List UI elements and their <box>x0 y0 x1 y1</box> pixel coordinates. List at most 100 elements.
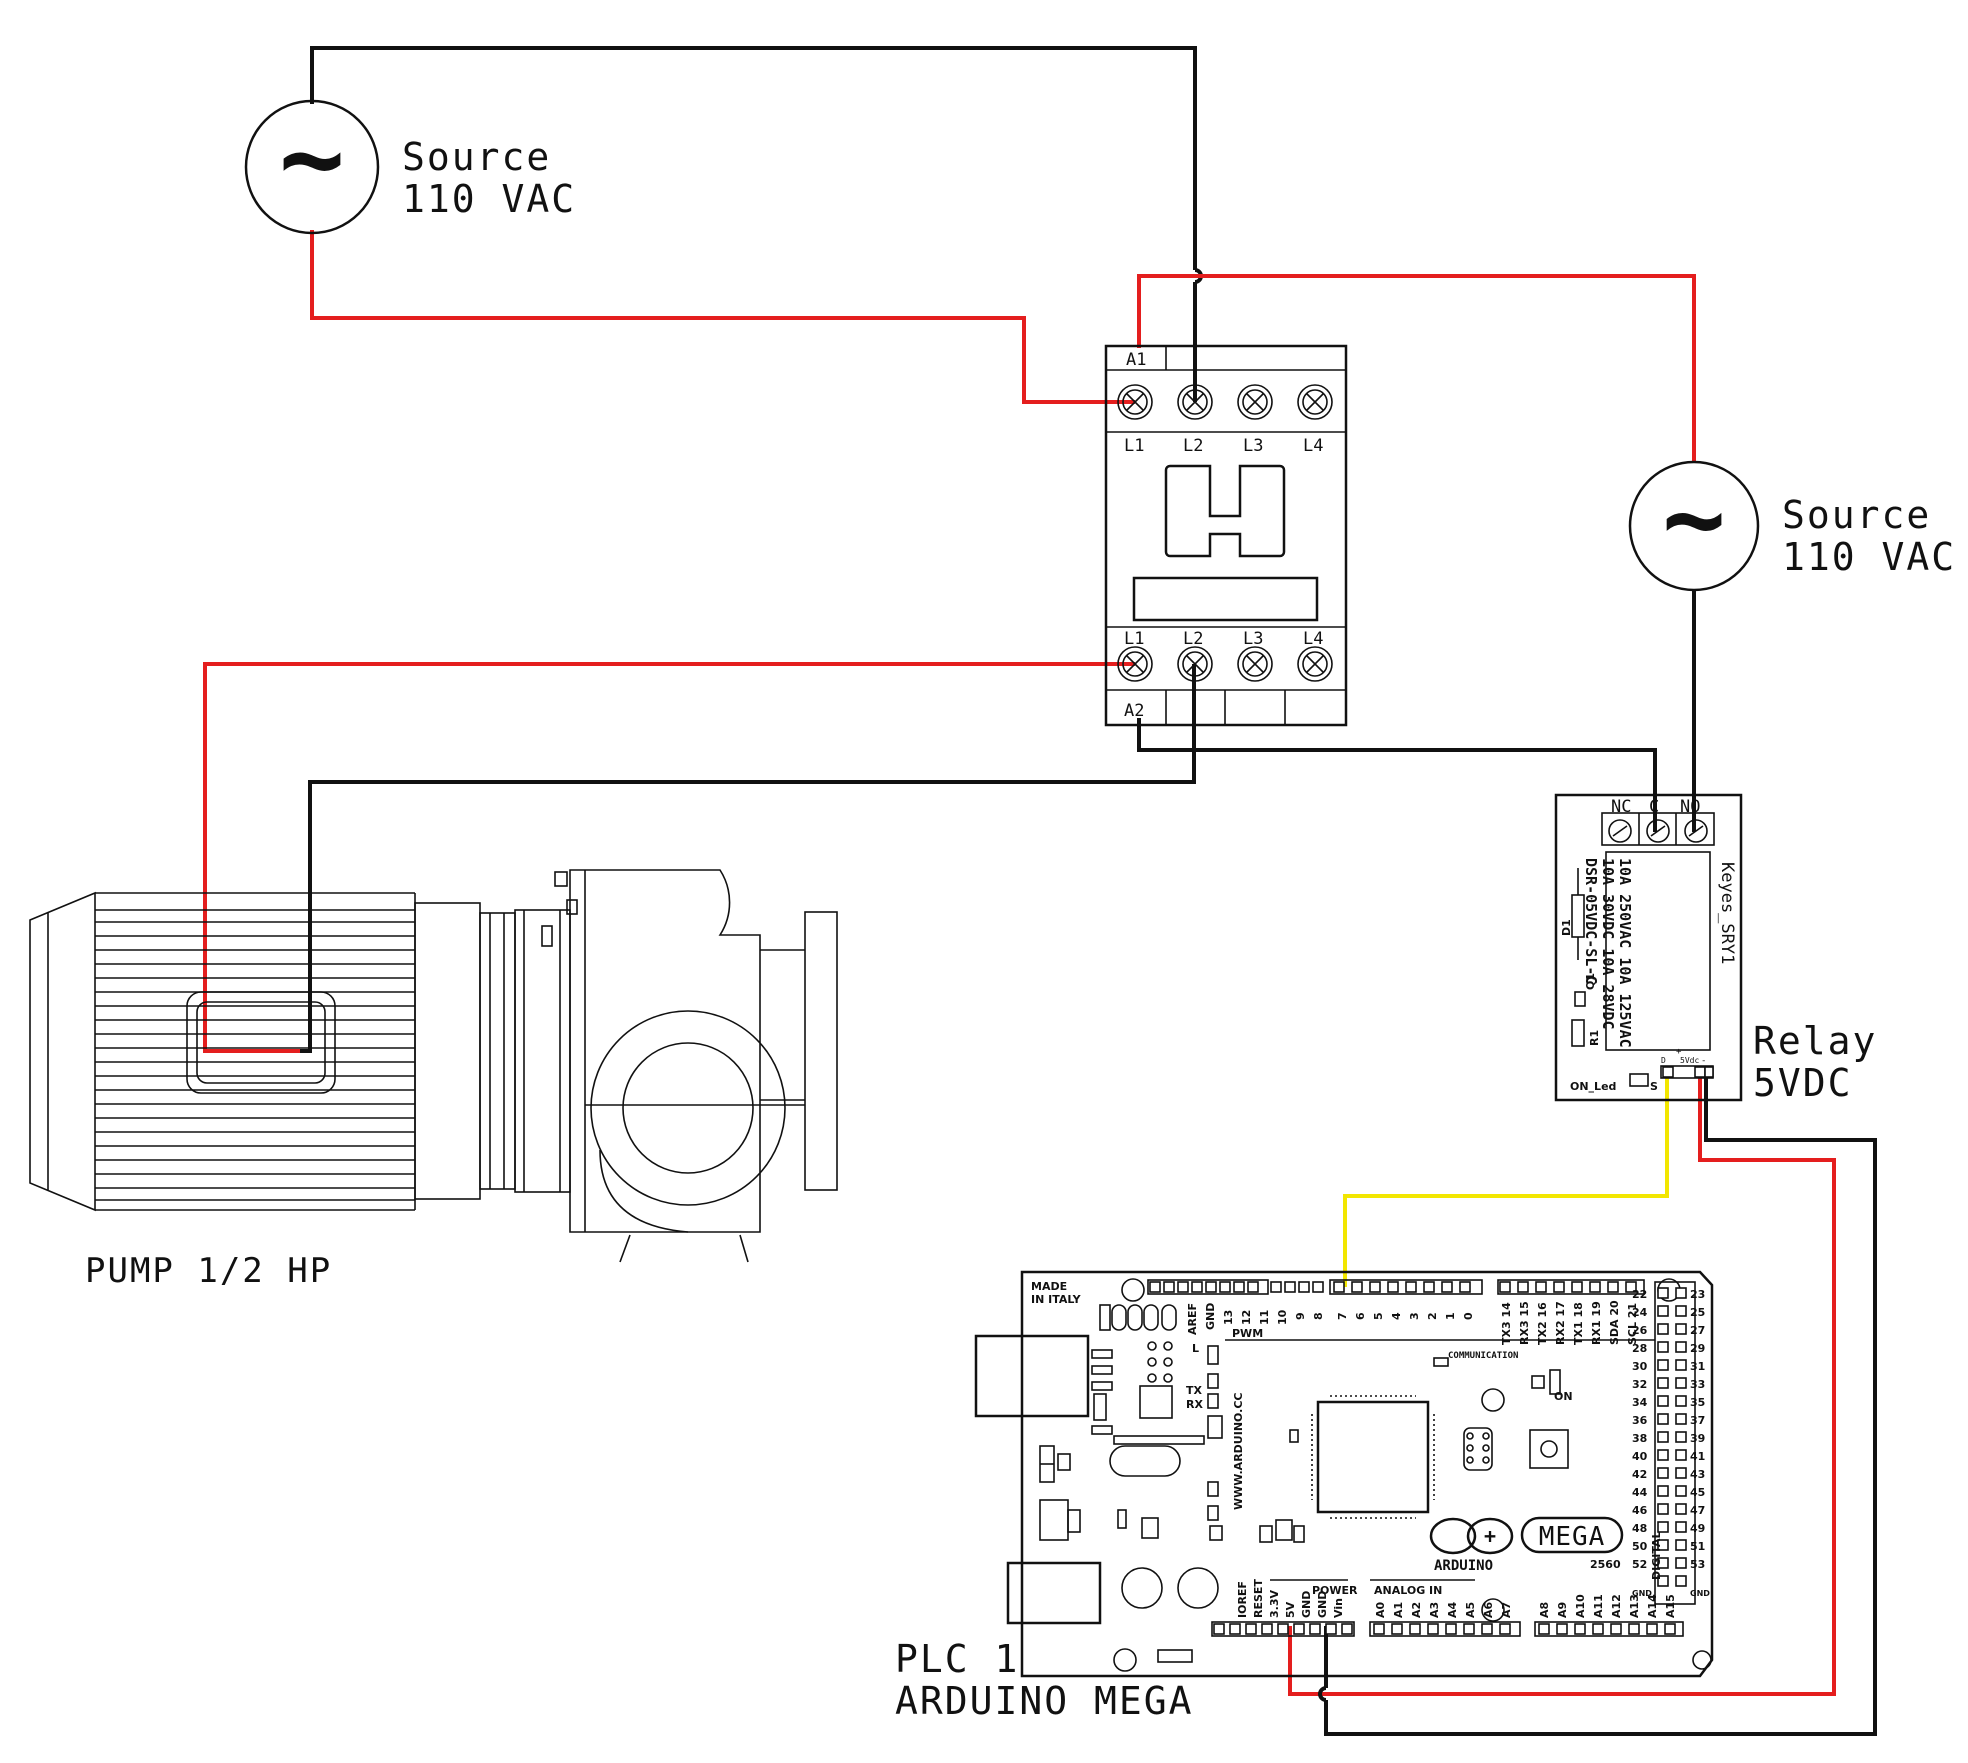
dpin-30: 30 <box>1632 1360 1648 1373</box>
pin-4: 4 <box>1390 1312 1403 1320</box>
wire-gnd <box>1324 1072 1877 1736</box>
dpin-22: 22 <box>1632 1288 1647 1301</box>
dpin-40: 40 <box>1632 1450 1648 1463</box>
contactor-bottom-screws <box>1117 646 1333 682</box>
contactor-bot-l3: L3 <box>1243 629 1263 649</box>
pin-16: TX2 16 <box>1536 1302 1549 1345</box>
dpin-44: 44 <box>1632 1486 1648 1499</box>
pin-10: 10 <box>1276 1309 1289 1325</box>
led-on: ON <box>1554 1390 1573 1403</box>
relay-board <box>1554 793 1743 1102</box>
relay-r1: R1 <box>1588 1030 1601 1046</box>
relay-coil-box <box>1605 851 1711 1051</box>
dpin-38: 38 <box>1632 1432 1647 1445</box>
dpin-53: 53 <box>1690 1558 1705 1571</box>
dpin-24: 24 <box>1632 1306 1648 1319</box>
dpin-51: 51 <box>1690 1540 1705 1553</box>
pin-a4: A4 <box>1446 1601 1459 1618</box>
wire-source-top-live <box>310 230 1135 404</box>
pump-terminal-box <box>186 991 336 1094</box>
pin-a14: A14 <box>1646 1594 1659 1618</box>
source-top-label-1: Source <box>402 135 551 179</box>
relay-module: NC C NO 10A 250VAC 10A 125VAC 10A 30VDC … <box>1554 793 1877 1105</box>
digital-headers <box>1657 1287 1687 1587</box>
relay-d1: D1 <box>1560 919 1573 936</box>
pin-20: SDA 20 <box>1608 1300 1621 1345</box>
pin-a5: A5 <box>1464 1602 1477 1618</box>
source-top: ~ Source 110 VAC <box>244 94 574 235</box>
pin-5: 5 <box>1372 1312 1385 1320</box>
comm-label: COMMUNICATION <box>1448 1351 1518 1361</box>
led-l: L <box>1192 1342 1199 1355</box>
dpin-46: 46 <box>1632 1504 1648 1517</box>
dpin-49: 49 <box>1690 1522 1705 1535</box>
chip-pins <box>1311 1395 1435 1519</box>
pin-a8: A8 <box>1538 1602 1551 1618</box>
analog-label: ANALOG IN <box>1374 1584 1442 1597</box>
dpin-45: 45 <box>1690 1486 1705 1499</box>
pin-8: 8 <box>1312 1312 1325 1320</box>
relay-part-3: DSR-05VDC-SL-C <box>1582 858 1600 984</box>
pin-3v3: 3.3V <box>1268 1590 1281 1618</box>
contactor-a2: A2 <box>1124 701 1144 721</box>
contactor-top-screws <box>1117 384 1333 420</box>
contactor-body <box>1104 344 1348 727</box>
contactor-a1: A1 <box>1126 350 1146 370</box>
dpin-gnd-a: GND <box>1632 1589 1652 1598</box>
digital-pin-labels: 22 23 24 25 26 27 28 29 30 31 32 33 34 3… <box>1632 1288 1710 1598</box>
pin-15: RX3 15 <box>1518 1301 1531 1345</box>
pin-14: TX3 14 <box>1500 1302 1513 1345</box>
dpin-31: 31 <box>1690 1360 1705 1373</box>
pin-a13: A13 <box>1628 1594 1641 1618</box>
pump-volute <box>590 1010 786 1206</box>
arduino-model: MEGA <box>1539 1522 1606 1552</box>
relay-pin-d: D <box>1661 1056 1666 1065</box>
dpin-33: 33 <box>1690 1378 1705 1391</box>
relay-led-label: ON_Led <box>1570 1080 1616 1093</box>
power-label: POWER <box>1312 1584 1358 1597</box>
contactor-bot-l2: L2 <box>1183 629 1203 649</box>
dpin-36: 36 <box>1632 1414 1648 1427</box>
led-tx: TX <box>1186 1384 1203 1397</box>
relay-module-name: Keyes_SRY1 <box>1717 862 1737 964</box>
pin-a10: A10 <box>1574 1594 1587 1618</box>
pin-a15: A15 <box>1664 1594 1677 1618</box>
contactor-top-l1: L1 <box>1124 436 1144 456</box>
dpin-42: 42 <box>1632 1468 1647 1481</box>
pump-label: PUMP 1/2 HP <box>85 1251 332 1291</box>
wire-coil-a1 <box>1137 274 1696 461</box>
arduino-board <box>1020 1270 1714 1678</box>
digital-label: DIGITAL <box>1650 1531 1663 1580</box>
pin-gnd-2: GND <box>1316 1591 1329 1618</box>
pin-18: TX1 18 <box>1572 1302 1585 1345</box>
plc-label-2: ARDUINO MEGA <box>895 1679 1194 1723</box>
pin-gnd-1: GND <box>1300 1591 1313 1618</box>
relay-part-1: 10A 250VAC 10A 125VAC <box>1616 858 1634 1048</box>
contactor-bot-l1: L1 <box>1124 629 1144 649</box>
relay-label-1: Relay <box>1753 1019 1877 1063</box>
pin-0: 0 <box>1462 1312 1475 1320</box>
source-right-circle <box>1628 460 1760 592</box>
pump-housing <box>569 869 761 1233</box>
pin-a3: A3 <box>1428 1602 1441 1618</box>
pin-a7: A7 <box>1500 1602 1513 1618</box>
pump-motor-body <box>414 902 481 1200</box>
pin-ioref: IOREF <box>1236 1581 1249 1618</box>
dpin-27: 27 <box>1690 1324 1705 1337</box>
arduino-components <box>1039 1304 1569 1663</box>
dpin-48: 48 <box>1632 1522 1647 1535</box>
arduino-logo <box>1429 1517 1514 1555</box>
contactor-label-plate <box>1132 576 1319 622</box>
pin-13: 13 <box>1222 1310 1235 1325</box>
relay-nc: NC <box>1611 797 1631 817</box>
pump <box>29 869 838 1263</box>
wire-signal-pin7 <box>1343 1072 1669 1287</box>
dpin-28: 28 <box>1632 1342 1647 1355</box>
wire-source-top-neutral <box>310 46 1197 270</box>
dpin-47: 47 <box>1690 1504 1705 1517</box>
contactor-h-window <box>1164 464 1286 558</box>
dpin-34: 34 <box>1632 1396 1648 1409</box>
arduino-mega: MADE IN ITALY AREF GND 13 12 <box>974 1270 1714 1678</box>
top-pin-labels: AREF GND 13 12 11 10 9 8 7 6 5 4 3 2 1 0… <box>1186 1300 1639 1345</box>
